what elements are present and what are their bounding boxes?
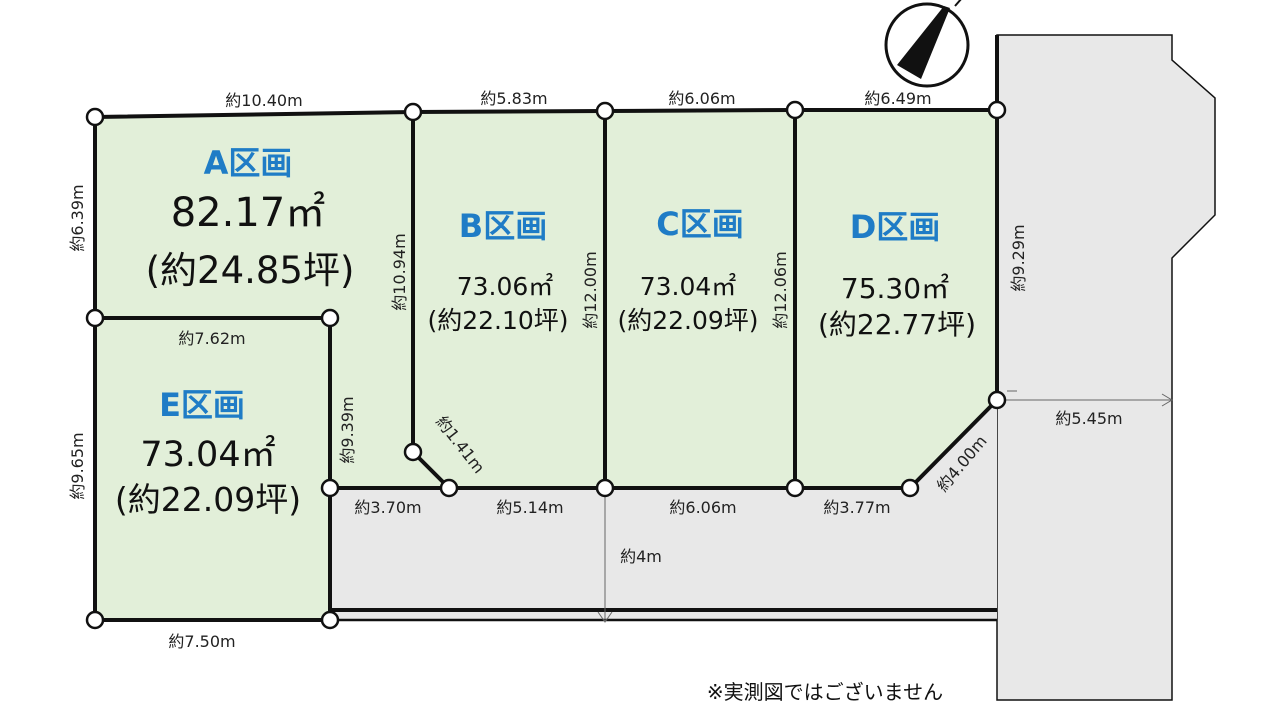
dim-road-width: 約4m — [620, 547, 662, 566]
lot-c-label: C区画 73.04㎡ (約22.09坪) — [617, 205, 758, 335]
lot-e-label: E区画 73.04㎡ (約22.09坪) — [115, 386, 301, 519]
lot-d-area: 75.30㎡ — [841, 272, 949, 305]
lot-a-area: 82.17㎡ — [171, 190, 326, 236]
dim-road-east: 約5.45m — [1055, 409, 1122, 428]
disclaimer-note: ※実測図ではございません — [707, 680, 943, 704]
dim-a-e-border: 約7.62m — [178, 329, 245, 348]
lot-c-tsubo: (約22.09坪) — [617, 306, 758, 335]
lot-a-tsubo: (約24.85坪) — [146, 249, 355, 292]
dim-bottom-606: 約6.06m — [669, 498, 736, 517]
lot-a[interactable] — [95, 112, 413, 452]
dim-left-e: 約9.65m — [68, 432, 87, 499]
lot-b[interactable] — [413, 111, 605, 488]
dim-top-a: 約10.40m — [225, 91, 302, 110]
road-measure-lines — [597, 390, 1173, 623]
lot-c[interactable] — [605, 110, 795, 488]
dim-left-a: 約6.39m — [68, 184, 87, 251]
dim-top-c: 約6.06m — [668, 89, 735, 108]
lot-b-label: B区画 73.06㎡ (約22.10坪) — [427, 207, 568, 335]
dim-b-c: 約12.00m — [581, 251, 600, 328]
corner-nodes — [85, 100, 1007, 630]
dim-e-right: 約9.39m — [338, 396, 357, 463]
dimension-labels: 約10.40m 約5.83m 約6.06m 約6.49m 約7.62m 約7.5… — [68, 89, 1123, 651]
lot-a-label: A区画 82.17㎡ (約24.85坪) — [146, 144, 355, 292]
dim-bottom-370: 約3.70m — [354, 498, 421, 517]
north-arrow-icon — [884, 0, 970, 88]
lot-b-name: B区画 — [459, 207, 547, 245]
lot-c-area: 73.04㎡ — [640, 272, 737, 301]
dim-top-d: 約6.49m — [864, 89, 931, 108]
lot-c-name: C区画 — [656, 205, 744, 243]
dim-bottom-e: 約7.50m — [168, 632, 235, 651]
south-road — [330, 400, 997, 620]
lot-d-tsubo: (約22.77坪) — [818, 308, 976, 341]
lot-b-area: 73.06㎡ — [457, 272, 554, 301]
lot-e[interactable] — [95, 318, 330, 620]
lot-e-area: 73.04㎡ — [140, 434, 275, 475]
east-road — [996, 34, 1216, 701]
lot-e-name: E区画 — [159, 386, 245, 424]
dim-bottom-514: 約5.14m — [496, 498, 563, 517]
lot-d[interactable] — [795, 110, 997, 488]
dim-top-b: 約5.83m — [480, 89, 547, 108]
lot-d-name: D区画 — [850, 208, 941, 246]
lot-e-tsubo: (約22.09坪) — [115, 480, 301, 519]
lot-d-label: D区画 75.30㎡ (約22.77坪) — [818, 208, 976, 341]
dim-b-left: 約10.94m — [390, 233, 409, 310]
lot-b-tsubo: (約22.10坪) — [427, 306, 568, 335]
dim-d-right: 約9.29m — [1009, 224, 1028, 291]
dim-c-d: 約12.06m — [771, 251, 790, 328]
dim-bottom-377: 約3.77m — [823, 498, 890, 517]
lot-a-name: A区画 — [204, 144, 293, 182]
